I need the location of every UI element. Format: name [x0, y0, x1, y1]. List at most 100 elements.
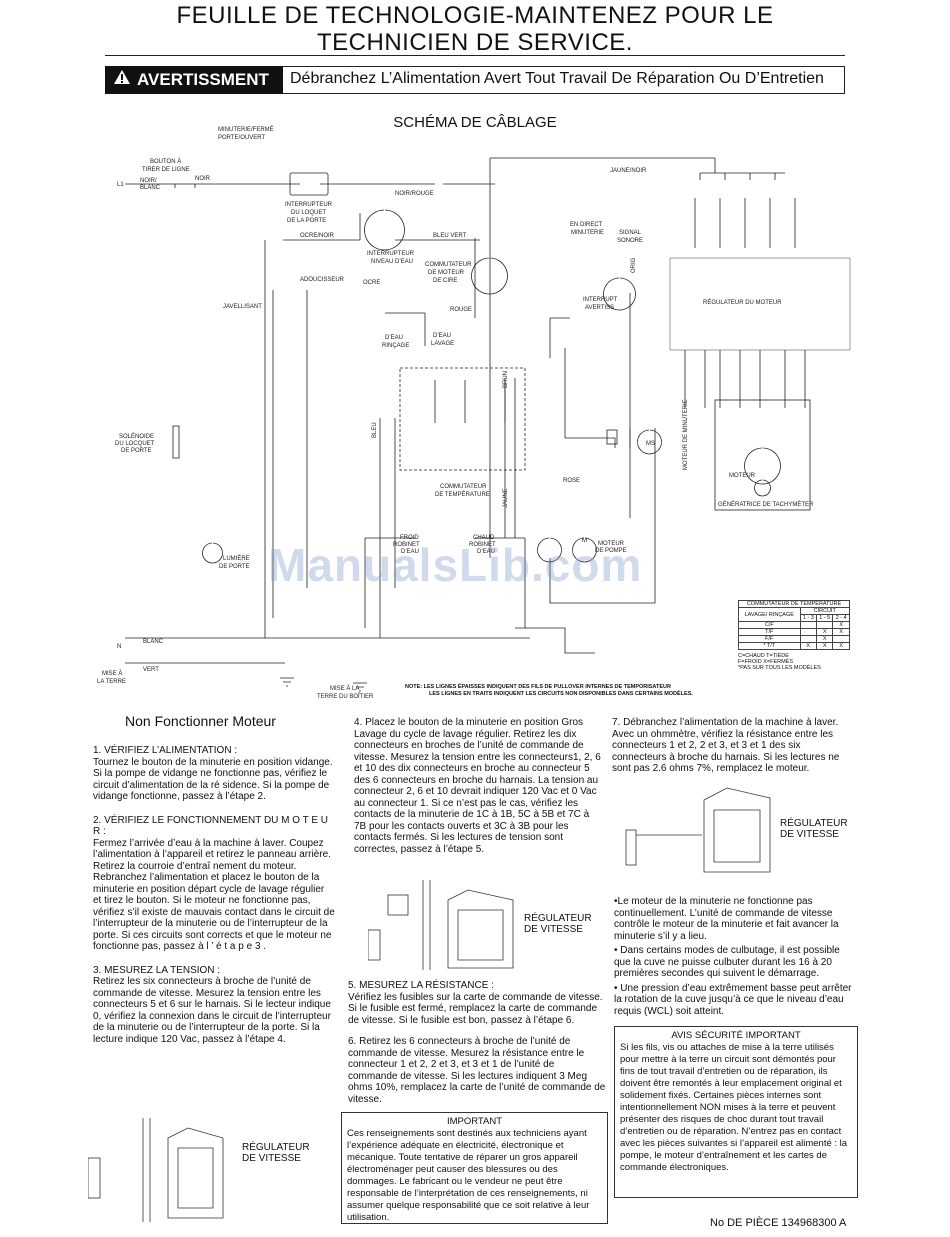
- label-solenoide-2: DU LOCQUET: [115, 441, 155, 447]
- step6-body: 6. Retirez les 6 connecteurs à broche de…: [348, 1036, 606, 1105]
- label-bouton: BOUTON À: [150, 158, 181, 165]
- label-int-loquet-3: DE LA PORTE: [287, 218, 326, 224]
- label-moteur-pompe-2: DE POMPE: [595, 548, 627, 554]
- label-lumiere-2: DE PORTE: [219, 564, 250, 570]
- label-deau-lavage: D’EAU: [433, 333, 451, 339]
- step5-body: Vérifiez les fusibles sur la carte de co…: [348, 991, 603, 1026]
- step2-title: 2. VÉRIFIEZ LE FONCTIONNEMENT DU M O T E…: [93, 814, 329, 838]
- label-solenoide-3: DE PORTE: [121, 448, 152, 454]
- table-c1: 1 - 3: [799, 614, 818, 622]
- label-javellisant: JAVELLISANT: [223, 304, 262, 310]
- bullet-2: • Dans certains modes de culbutage, il e…: [614, 945, 840, 979]
- table-c3: 2 - 4: [832, 614, 850, 622]
- warning-label: AVERTISSMENT: [105, 66, 283, 94]
- speed-regulator-figure-3: [625, 787, 771, 873]
- table-c2: 1 - 5: [815, 614, 834, 622]
- label-int-niveau-1: INTERRUPTEUR: [367, 251, 415, 257]
- safety-notice-box: AVIS SÉCURITÉ IMPORTANT Si les fils, vis…: [614, 1026, 858, 1198]
- warning-icon: [113, 66, 131, 94]
- label-int-niveau-2: NIVEAU D’EAU: [371, 259, 413, 265]
- label-moteur-minuterie: MOTEUR DE MINUTERIE: [683, 399, 689, 470]
- label-comm-cire-3: DE CIRE: [433, 278, 457, 284]
- step5-title: 5. MESUREZ LA RÉSISTANCE :: [348, 980, 494, 991]
- figure-label-2: RÉGULATEUR DE VITESSE: [524, 913, 592, 935]
- label-signal-2: SONORE: [617, 238, 643, 244]
- temperature-table: COMMUTATEUR DE TEMPÉRATURE LAVAGE/ RINÇA…: [738, 600, 851, 700]
- step1-body: Tournez le bouton de la minuterie en pos…: [93, 756, 333, 803]
- label-comm-cire-2: DE MOTEUR: [428, 270, 465, 276]
- table-legend-3: *PAS SUR TOUS LES MODÈLES: [738, 665, 821, 671]
- col3-bullets: •Le moteur de la minuterie ne fonctionne…: [614, 896, 858, 1017]
- table-circuit: CIRCUIT: [799, 607, 851, 615]
- label-m: M: [582, 538, 587, 544]
- label-comm-temp-2: DE TEMPÉRATURE: [435, 491, 490, 498]
- step3-body: Retirez les six connecteurs à broche de …: [93, 976, 331, 1045]
- label-solenoide-1: SOLÉNOIDE: [119, 433, 154, 440]
- warning-label-text: AVERTISSMENT: [137, 70, 269, 89]
- watermark: ManualsLib.com: [268, 539, 643, 591]
- section-heading: Non Fonctionner Moteur: [125, 713, 276, 729]
- page-title-line2: TECHNICIEN DE SERVICE.: [317, 29, 633, 56]
- label-froid-1: FROID: [400, 535, 419, 541]
- label-chaud-2: ROBINET: [469, 542, 496, 548]
- label-rouge: ROUGE: [450, 307, 472, 313]
- label-moteur-pompe-1: MOTEUR: [598, 541, 625, 547]
- col3-text: 7. Débranchez l’alimentation de la machi…: [612, 717, 856, 775]
- label-signal-1: SIGNAL: [619, 230, 642, 236]
- page-title-line1: FEUILLE DE TECHNOLOGIE-MAINTENEZ POUR LE: [176, 2, 774, 29]
- label-brun: BRUN: [503, 371, 509, 388]
- label-deau-rincage: D’EAU: [385, 335, 403, 341]
- step1-title: 1. VÉRIFIEZ L’ALIMENTATION :: [93, 745, 238, 756]
- label-mise-terre-1: MISE À: [102, 670, 122, 677]
- label-l1: L1: [117, 182, 124, 188]
- speed-regulator-figure-2: [368, 880, 514, 970]
- warning-text: Débranchez L’Alimentation Avert Tout Tra…: [290, 70, 824, 87]
- label-blanc-low: BLANC: [143, 639, 164, 645]
- col2-text: 4. Placez le bouton de la minuterie en p…: [354, 717, 604, 855]
- col2-text-b: 5. MESUREZ LA RÉSISTANCE : Vérifiez les …: [348, 980, 606, 1105]
- label-bleu-vert: BLEU VERT: [433, 233, 467, 239]
- label-froid-2: ROBINET: [393, 542, 420, 548]
- schematic-title: SCHÉMA DE CÂBLAGE: [393, 114, 557, 131]
- label-comm-temp-1: COMMUTATEUR: [440, 484, 487, 490]
- important-box: IMPORTANT Ces renseignements sont destin…: [341, 1112, 608, 1224]
- label-tirer: TIRER DE LIGNE: [142, 167, 190, 173]
- label-bleu: BLEU: [372, 422, 378, 438]
- label-vert: VERT: [143, 667, 159, 673]
- label-lavage: LAVAGE: [431, 341, 454, 347]
- label-noir-blanc: NOIR/: [140, 178, 157, 184]
- label-noir-rouge: NOIR/ROUGE: [395, 191, 434, 197]
- label-rincage: RINÇAGE: [382, 343, 409, 349]
- bullet-3: • Une pression d’eau extrêmement basse p…: [614, 982, 852, 1017]
- table-legend-1: C=CHAUD T=TIÈDE: [738, 653, 789, 659]
- label-blanc: BLANC: [140, 185, 161, 191]
- label-chaud-1: CHAUD: [473, 535, 495, 541]
- table-legend-2: F=FROID X=FERMÉS: [738, 659, 794, 665]
- label-tachy: GÉNÉRATRICE DE TACHYMÈTER: [718, 501, 814, 508]
- step4-body: 4. Placez le bouton de la minuterie en p…: [354, 717, 601, 855]
- title-divider: [105, 55, 845, 56]
- label-n: N: [117, 644, 121, 650]
- figure-label-3: RÉGULATEUR DE VITESSE: [780, 818, 848, 840]
- label-noir: NOIR: [195, 176, 211, 182]
- label-regulateur: RÉGULATEUR DU MOTEUR: [703, 299, 782, 306]
- label-int-loquet-1: INTERRUPTEUR: [285, 202, 333, 208]
- label-rose: ROSE: [563, 478, 580, 484]
- safety-notice-body: Si les fils, vis ou attaches de mise à l…: [620, 1042, 848, 1173]
- label-ms: MS: [646, 441, 655, 447]
- label-orig: ORIG: [631, 257, 637, 273]
- table-col-head: LAVAGE/ RINÇAGE: [738, 607, 801, 622]
- label-lumiere-1: LUMIÈRE: [223, 555, 250, 562]
- label-comm-cire-1: COMMUTATEUR: [425, 262, 472, 268]
- step7-body: 7. Débranchez l’alimentation de la machi…: [612, 717, 840, 774]
- label-interrupt-1: INTERRUPT: [583, 297, 618, 303]
- figure-label-1: RÉGULATEUR DE VITESSE: [242, 1142, 310, 1164]
- label-jaune-noir: JAUNE/NOIR: [610, 168, 647, 174]
- label-mise-terre-2: LA TERRE: [97, 679, 126, 685]
- label-ocre-noir: OCRE/NOIR: [300, 233, 335, 239]
- label-froid-3: D’EAU: [401, 549, 419, 555]
- important-heading: IMPORTANT: [446, 1116, 503, 1127]
